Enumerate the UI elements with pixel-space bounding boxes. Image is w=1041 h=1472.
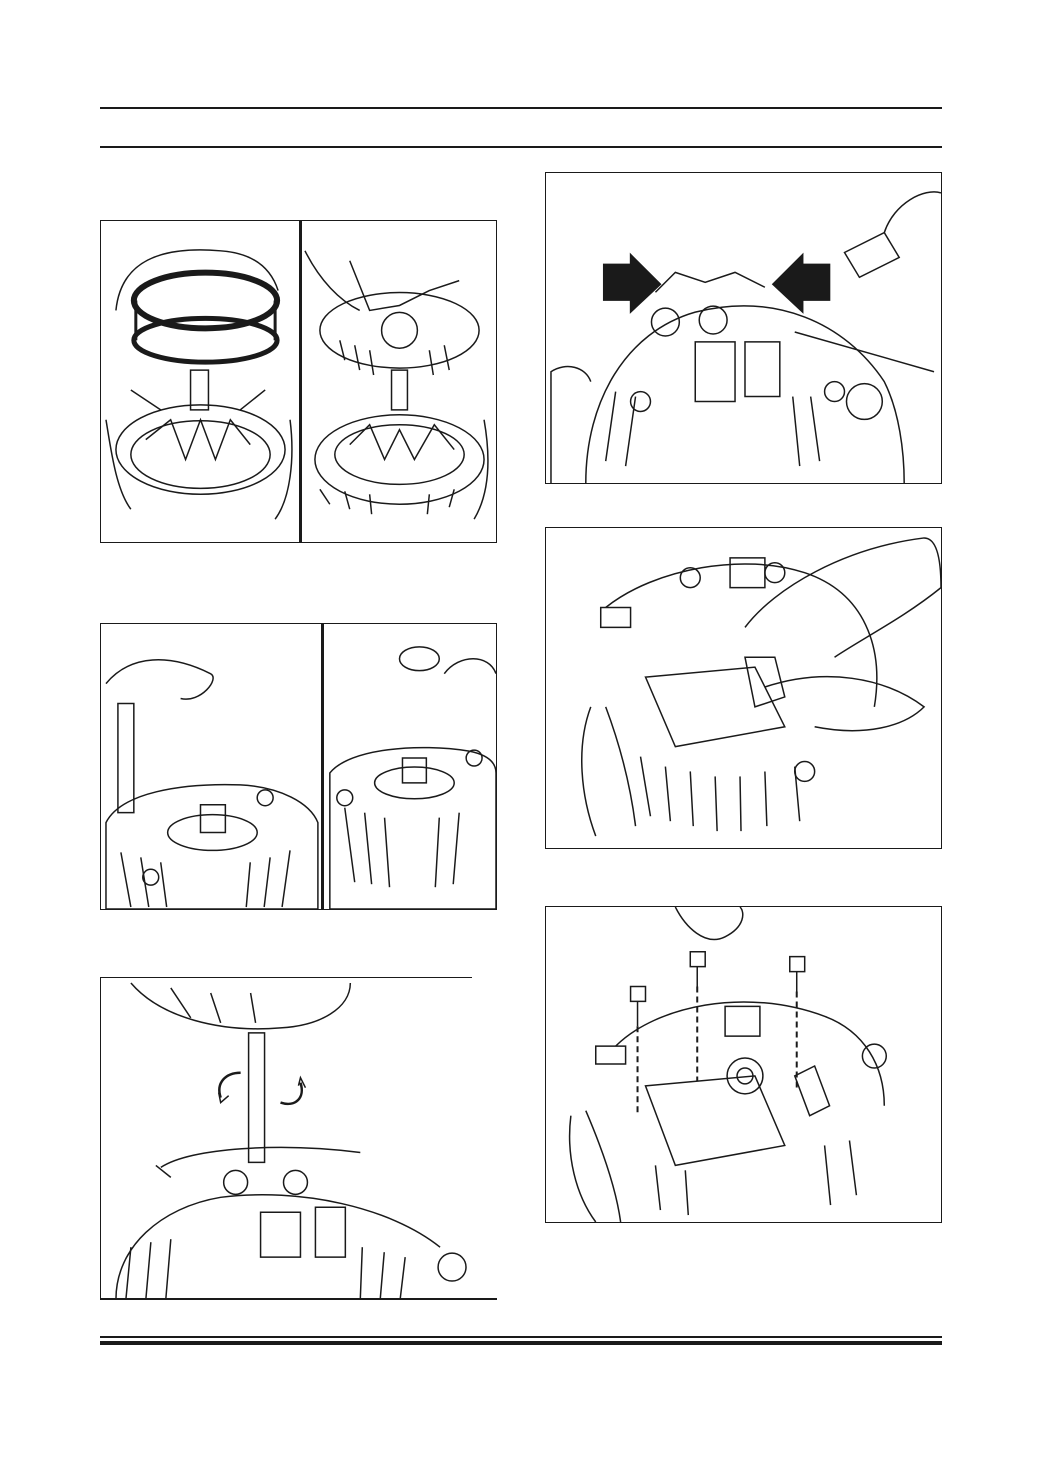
footer-rule-thin bbox=[100, 1336, 942, 1338]
figure-regulator-arrows bbox=[545, 172, 942, 484]
header-rule-top bbox=[100, 107, 942, 109]
panel-divider bbox=[321, 624, 324, 909]
header-rule-bottom bbox=[100, 146, 942, 148]
panel-divider bbox=[299, 221, 302, 542]
figure-bolts-refit bbox=[545, 906, 942, 1223]
regulator-arrows-illustration bbox=[546, 173, 941, 483]
figure-stator-removal bbox=[100, 220, 497, 543]
figure-bearing-seal bbox=[100, 623, 497, 910]
bolts-refit-illustration bbox=[546, 907, 941, 1222]
figure-screw-removal bbox=[100, 977, 472, 1299]
screw-removal-illustration bbox=[101, 978, 472, 1299]
figure-brush-holder-fit bbox=[545, 527, 942, 849]
figure3-bottom-rule bbox=[100, 1298, 497, 1300]
brush-holder-illustration bbox=[546, 528, 941, 848]
footer-rule-thick bbox=[100, 1341, 942, 1345]
stator-removal-illustration bbox=[101, 221, 496, 542]
bearing-seal-illustration bbox=[101, 624, 496, 909]
